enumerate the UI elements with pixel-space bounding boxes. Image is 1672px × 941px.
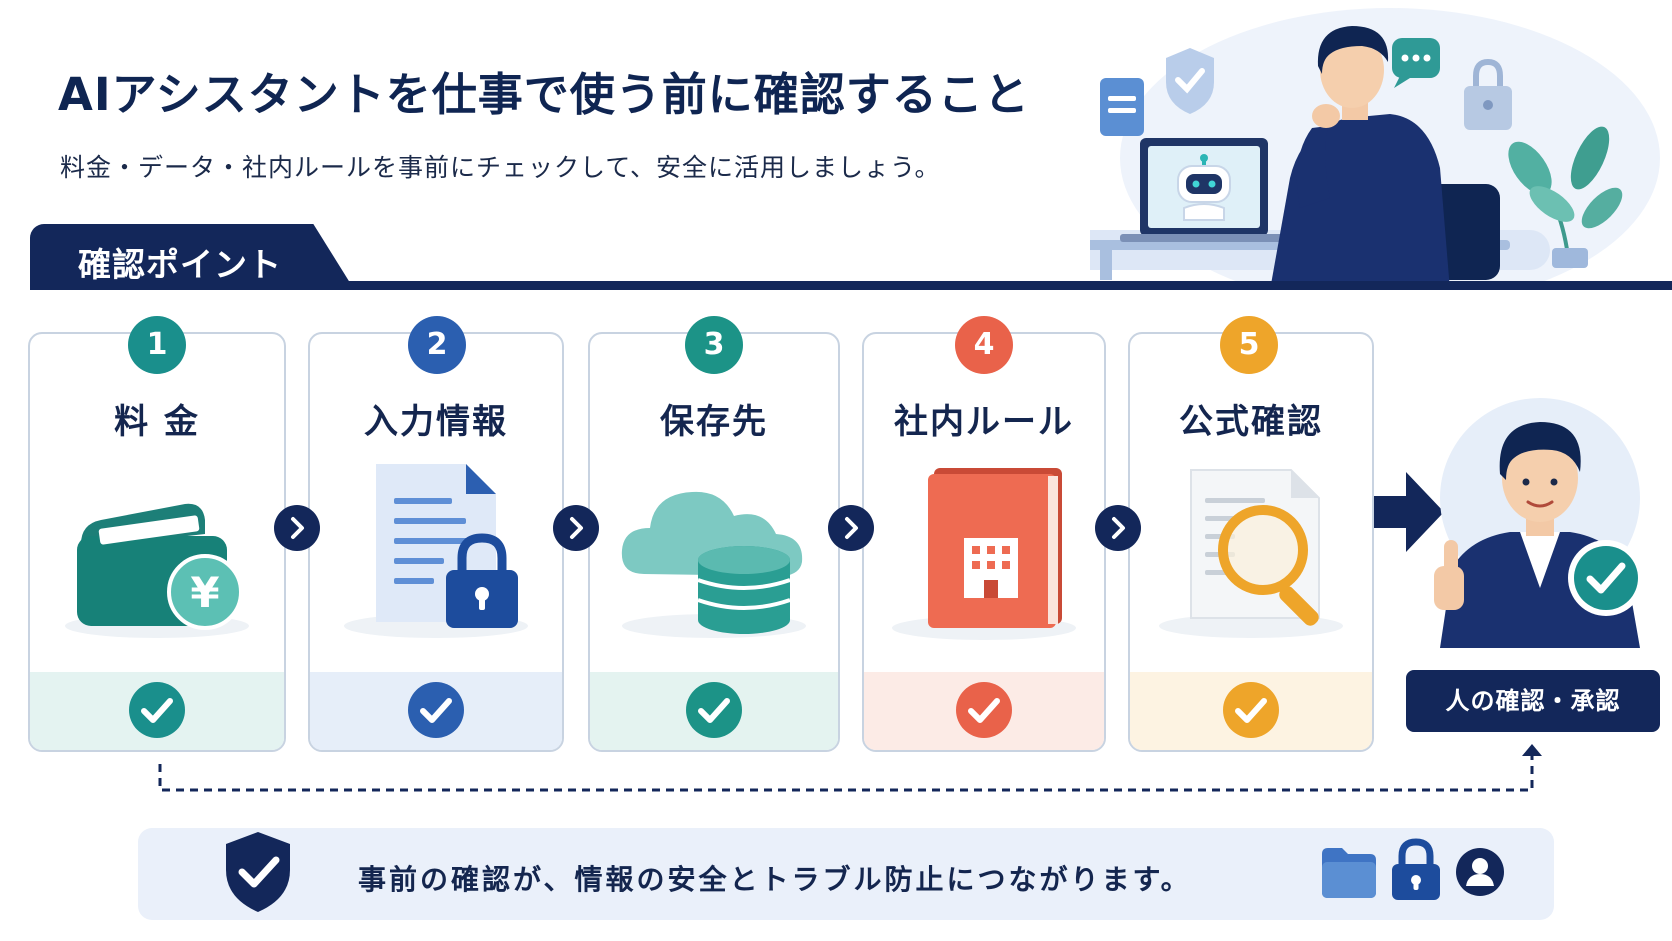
shield-check-icon	[226, 832, 290, 912]
padlock-icon	[1464, 58, 1512, 130]
step-title: 料 金	[114, 402, 200, 442]
document-icon	[1100, 78, 1144, 136]
step-card-company-rules: 社内ルール	[862, 332, 1106, 752]
step-number-badge: 2	[408, 316, 466, 374]
check-icon	[956, 682, 1012, 738]
laptop-icon	[1120, 138, 1288, 242]
padlock-icon	[1392, 838, 1440, 900]
cloud-database-icon	[621, 491, 806, 638]
step-card-official-check: 公式確認	[1128, 332, 1374, 752]
step-number-badge: 5	[1220, 316, 1278, 374]
page-title: AIアシスタントを仕事で使う前に確認すること	[58, 68, 1030, 121]
check-icon	[408, 682, 464, 738]
chevron-right-icon	[828, 505, 874, 551]
rulebook-icon	[892, 468, 1076, 640]
check-icon	[1223, 682, 1279, 738]
step-card-input-info: 入力情報	[308, 332, 564, 752]
page-subtitle: 料金・データ・社内ルールを事前にチェックして、安全に活用しましょう。	[60, 153, 941, 182]
chevron-right-icon	[274, 505, 320, 551]
step-number-badge: 1	[128, 316, 186, 374]
arrow-right-icon	[1374, 472, 1444, 552]
chevron-right-icon	[553, 505, 599, 551]
footer-message: 事前の確認が、情報の安全とトラブル防止につながります。	[358, 863, 1192, 896]
person-at-laptop	[1270, 26, 1500, 290]
step-title: 社内ルール	[894, 402, 1074, 442]
hero-illustration	[1090, 8, 1660, 290]
document-lock-icon	[344, 464, 528, 638]
chevron-right-icon	[1095, 505, 1141, 551]
check-icon	[129, 682, 185, 738]
step-number-badge: 3	[685, 316, 743, 374]
step-title: 公式確認	[1179, 402, 1323, 442]
section-tab	[30, 224, 352, 286]
section-divider	[30, 281, 1672, 290]
folder-icon	[1322, 848, 1376, 898]
step-title: 入力情報	[364, 402, 508, 442]
user-profile-icon	[1456, 848, 1504, 896]
step-number-badge: 4	[955, 316, 1013, 374]
shield-check-icon	[1166, 48, 1214, 114]
plant-icon	[1508, 126, 1623, 268]
person-approval-icon	[1434, 398, 1644, 648]
magnifier-document-icon	[1159, 469, 1343, 638]
svg-text:¥: ¥	[190, 568, 219, 617]
approval-label: 人の確認・承認	[1406, 670, 1660, 732]
chat-bubble-icon	[1392, 38, 1440, 88]
step-card-fee: 料 金 ¥	[28, 332, 286, 752]
feedback-connector	[158, 744, 1542, 792]
section-label: 確認ポイント	[78, 245, 282, 284]
step-title: 保存先	[660, 402, 768, 442]
step-card-storage: 保存先	[588, 332, 840, 752]
wallet-yen-icon: ¥	[65, 503, 249, 638]
footer-banner	[138, 828, 1554, 920]
check-icon	[686, 682, 742, 738]
